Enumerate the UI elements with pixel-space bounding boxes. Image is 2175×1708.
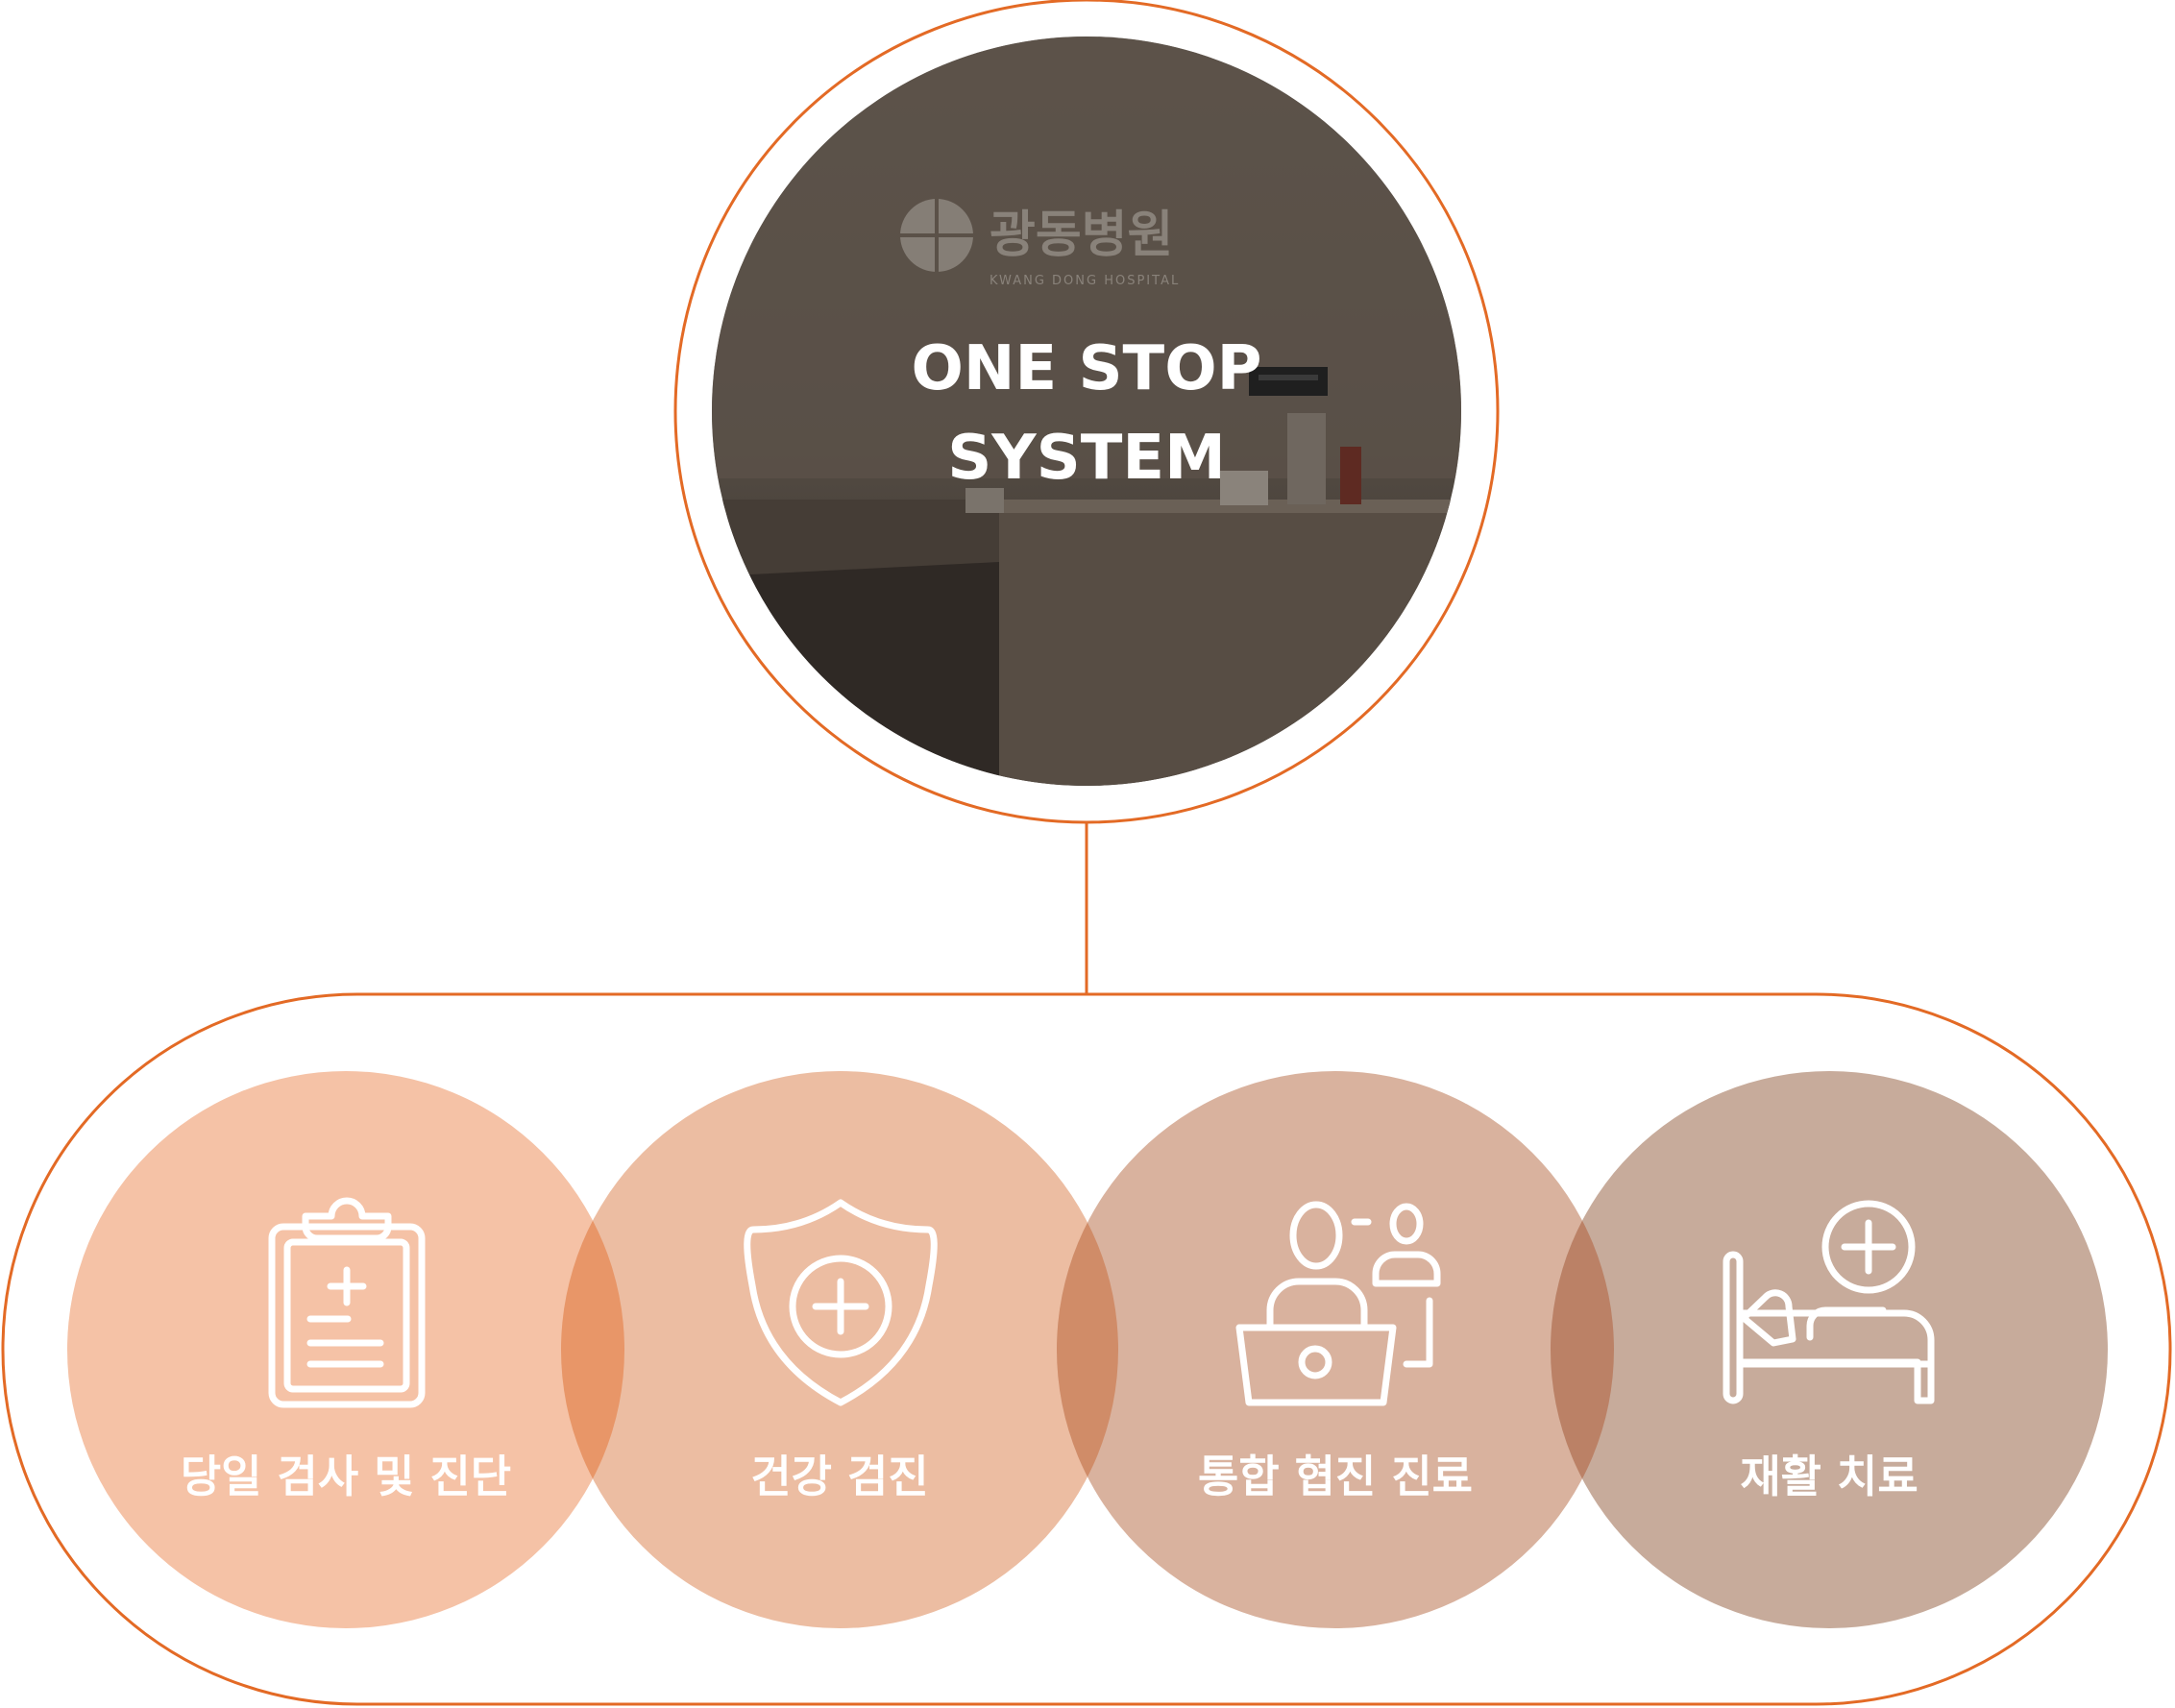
service-label-1: 당일 검사 및 진단 [181,1451,511,1502]
doctor-consultation-icon [1235,1201,1441,1406]
photo-sign-english: KWANG DONG HOSPITAL [990,274,1180,288]
service-circle-3 [1057,1071,1614,1628]
service-label-4: 재활 치료 [1740,1451,1918,1502]
hub-photo: 광동병원 KWANG DONG HOSPITAL [712,37,1461,786]
service-label-2: 건강 검진 [750,1451,928,1502]
hospital-bed-icon [1723,1200,1935,1404]
service-circle-1 [67,1071,624,1628]
services-container [1,992,2172,1706]
hospital-logo [900,197,973,274]
service-circle-4 [1551,1071,2108,1628]
shield-plus-icon [744,1199,938,1406]
service-circle-2 [561,1071,1118,1628]
hub-title-line2: SYSTEM [947,423,1226,494]
service-label-3: 통합 협진 진료 [1198,1451,1473,1502]
photo-sign-korean: 광동병원 [990,207,1173,264]
hub-title-line1: ONE STOP [911,333,1261,404]
clipboard-medical-icon [268,1197,426,1408]
